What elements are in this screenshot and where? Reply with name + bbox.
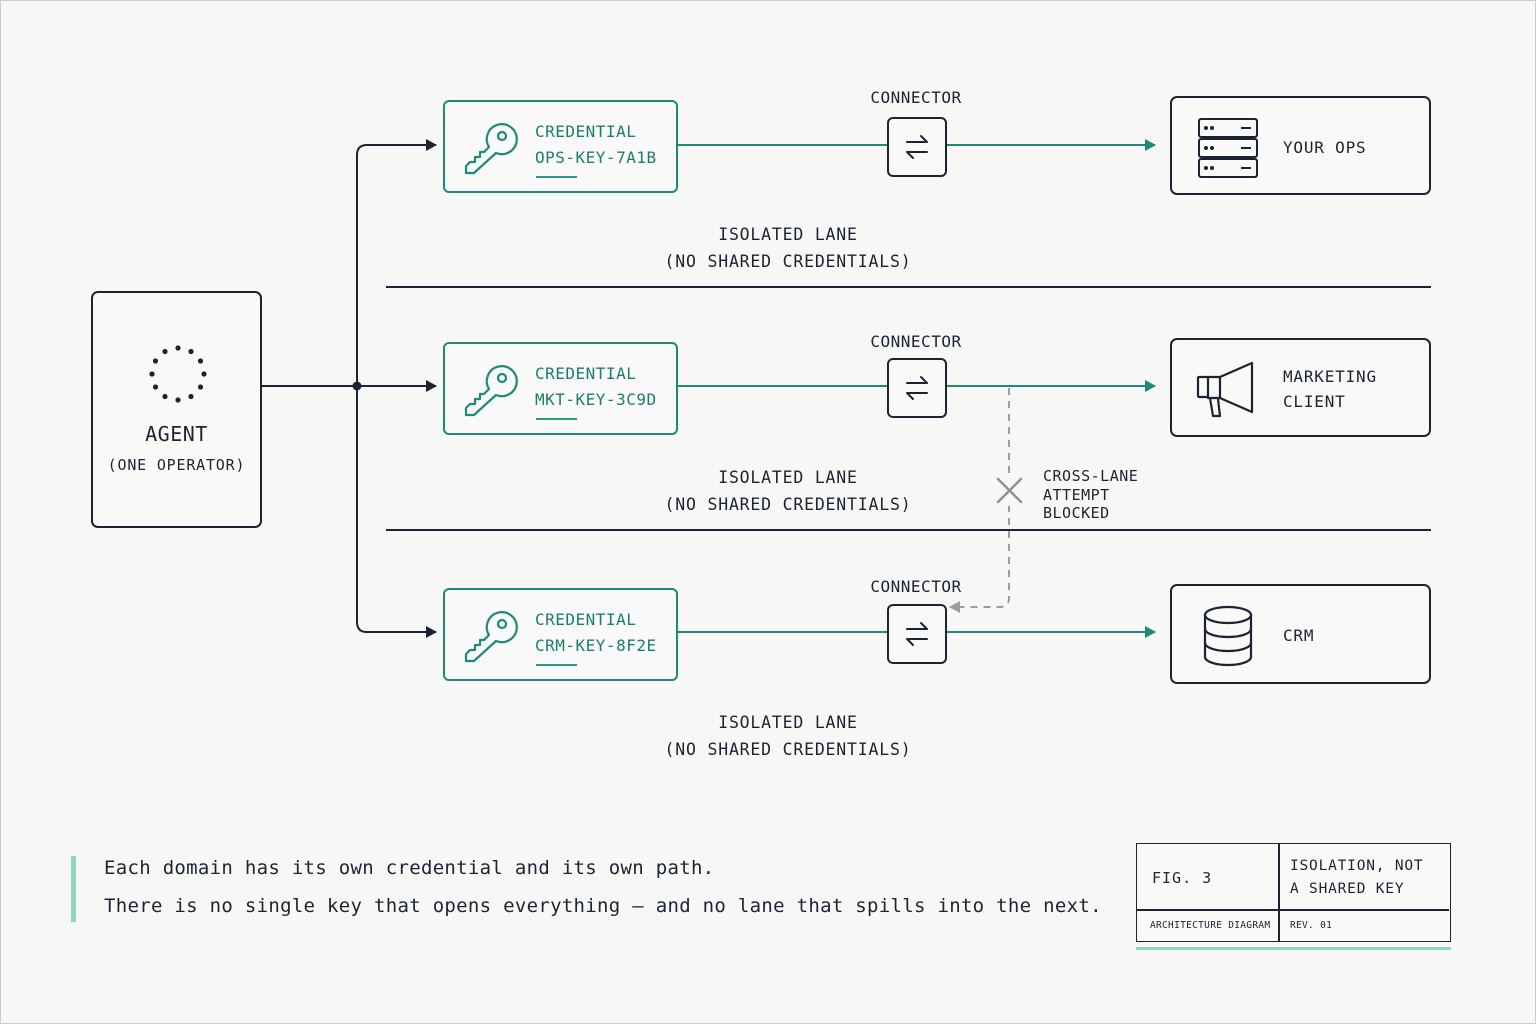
credential-card-crm: CREDENTIAL CRM-KEY-8F2E — [443, 588, 678, 681]
figure-title: ISOLATION, NOT A SHARED KEY — [1290, 855, 1423, 901]
destination-crm: CRM — [1170, 584, 1431, 684]
key-icon — [464, 611, 518, 663]
database-icon — [1203, 605, 1253, 667]
credential-key: CRM-KEY-8F2E — [535, 636, 657, 655]
credential-flow-lines — [678, 139, 1156, 638]
note-accent-bar — [71, 856, 76, 922]
blocked-line: CROSS-LANE — [1043, 467, 1139, 485]
credential-title: CREDENTIAL — [535, 122, 637, 141]
credential-key: OPS-KEY-7A1B — [535, 148, 657, 167]
agent-node: AGENT (ONE OPERATOR) — [91, 291, 262, 528]
connector-label: CONNECTOR — [870, 332, 962, 351]
cross-lane-blocked-label: CROSS-LANE ATTEMPT BLOCKED — [1043, 467, 1138, 523]
connector-label: CONNECTOR — [870, 577, 962, 596]
key-icon — [464, 365, 518, 417]
agent-subtitle: (ONE OPERATOR) — [107, 456, 246, 474]
agent-title: AGENT — [145, 422, 208, 446]
swap-arrows-icon — [906, 622, 928, 646]
destination-label-line: CLIENT — [1283, 392, 1346, 411]
figure-number: FIG. 3 — [1152, 869, 1213, 887]
credential-underline — [536, 176, 577, 178]
credential-key: MKT-KEY-3C9D — [535, 390, 657, 409]
lane-label-3: ISOLATED LANE (NO SHARED CREDENTIALS) — [628, 709, 948, 763]
lane-label-line: (NO SHARED CREDENTIALS) — [664, 495, 912, 514]
connector-marketing[interactable] — [887, 358, 947, 418]
cross-lane-dashed-path — [949, 388, 1010, 613]
lane-label-2: ISOLATED LANE (NO SHARED CREDENTIALS) — [628, 464, 948, 518]
credential-title: CREDENTIAL — [535, 364, 637, 383]
credential-underline — [536, 418, 577, 420]
swap-arrows-icon — [906, 135, 928, 159]
credential-card-ops: CREDENTIAL OPS-KEY-7A1B — [443, 100, 678, 193]
credential-title: CREDENTIAL — [535, 610, 637, 629]
figure-revision: REV. 01 — [1290, 920, 1333, 931]
destination-marketing-client: MARKETING CLIENT — [1170, 338, 1431, 437]
destination-label-line: MARKETING — [1283, 367, 1377, 386]
megaphone-icon — [1196, 361, 1254, 418]
credential-underline — [536, 664, 577, 666]
connector-ops[interactable] — [887, 117, 947, 177]
lane-separators — [386, 286, 1431, 531]
server-rack-icon — [1198, 118, 1258, 178]
caption-accent-line — [1136, 947, 1451, 950]
lane-label-line: (NO SHARED CREDENTIALS) — [664, 740, 912, 759]
destination-your-ops: YOUR OPS — [1170, 96, 1431, 195]
destination-label: MARKETING CLIENT — [1283, 364, 1377, 414]
lane-label-line: ISOLATED LANE — [718, 468, 858, 487]
destination-label: YOUR OPS — [1283, 138, 1367, 157]
figure-title-line: ISOLATION, NOT — [1290, 858, 1424, 874]
note-line-2: There is no single key that opens everyt… — [104, 895, 1102, 917]
lane-label-line: ISOLATED LANE — [718, 713, 858, 732]
connector-label: CONNECTOR — [870, 88, 962, 107]
lane-label-line: (NO SHARED CREDENTIALS) — [664, 252, 912, 271]
note-line-1: Each domain has its own credential and i… — [104, 857, 715, 879]
lane-label-line: ISOLATED LANE — [718, 225, 858, 244]
credential-card-marketing: CREDENTIAL MKT-KEY-3C9D — [443, 342, 678, 435]
swap-arrows-icon — [906, 376, 928, 400]
agent-branch-lines — [262, 139, 437, 638]
connector-crm[interactable] — [887, 604, 947, 664]
x-mark-icon — [996, 477, 1023, 504]
key-icon — [464, 123, 518, 175]
junction-dot — [352, 381, 362, 391]
dotted-circle-icon — [149, 345, 207, 403]
blocked-line: ATTEMPT — [1043, 485, 1110, 504]
figure-type: ARCHITECTURE DIAGRAM — [1150, 920, 1271, 931]
destination-label: CRM — [1283, 626, 1315, 645]
figure-caption-block: FIG. 3 ISOLATION, NOT A SHARED KEY ARCHI… — [1136, 843, 1451, 942]
blocked-line: BLOCKED — [1043, 504, 1110, 522]
lane-label-1: ISOLATED LANE (NO SHARED CREDENTIALS) — [628, 221, 948, 275]
figure-title-line: A SHARED KEY — [1290, 881, 1405, 897]
